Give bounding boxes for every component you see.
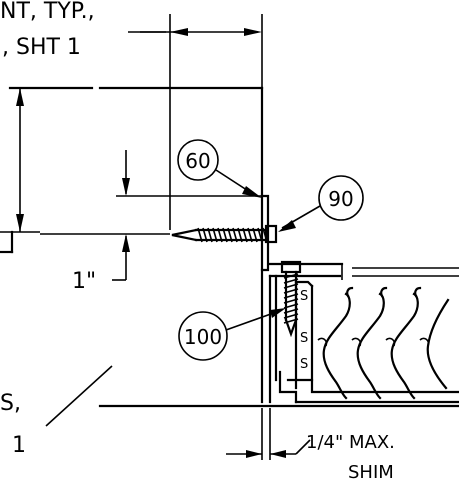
- note-bottom-line2: 1: [12, 433, 26, 458]
- callout-60: 60: [177, 139, 262, 198]
- note-top-line1: NT, TYP.,: [0, 0, 95, 24]
- head-track-profile: S S S: [268, 262, 459, 404]
- screw-thread: [202, 227, 208, 243]
- left-vertical-dimension: [0, 88, 40, 233]
- screw-thread: [237, 227, 243, 243]
- profile-s-lower: S: [300, 331, 308, 346]
- callout-60-label: 60: [185, 149, 210, 173]
- screw-thread: [227, 227, 233, 243]
- lag-screw: [171, 224, 278, 244]
- callout-90: 90: [278, 175, 364, 232]
- callout-90-label: 90: [328, 187, 353, 211]
- shim-label-line1: 1/4" MAX.: [306, 432, 395, 453]
- screw-thread: [247, 227, 253, 243]
- screw-thread: [252, 227, 258, 243]
- profile-s-mid: S: [300, 357, 308, 372]
- callout-100-label: 100: [184, 325, 222, 349]
- screw-thread: [212, 227, 218, 243]
- screw-thread: [207, 227, 213, 243]
- note-top-line2: , SHT 1: [2, 35, 81, 60]
- bottom-reference-lines: [45, 365, 459, 427]
- screw-thread: [197, 227, 203, 243]
- profile-s-upper: S: [300, 289, 308, 304]
- one-inch-dimension: [40, 150, 262, 281]
- screw-thread: [232, 227, 238, 243]
- screw-thread: [262, 227, 268, 243]
- frame-outline: [0, 86, 264, 254]
- louver-blades: [317, 286, 450, 400]
- screw-thread: [242, 227, 248, 243]
- shim-dimension: [226, 408, 311, 460]
- note-bottom-line1: S,: [0, 391, 21, 416]
- anchor-thread: [283, 278, 299, 284]
- screw-thread: [217, 227, 223, 243]
- anchor-screw: [280, 260, 302, 338]
- screw-thread: [257, 227, 263, 243]
- one-inch-label: 1": [72, 269, 96, 294]
- screw-thread: [222, 227, 228, 243]
- top-dimension-line: [140, 14, 263, 230]
- shim-label-line2: SHIM: [348, 462, 394, 483]
- callout-100: 100: [178, 308, 286, 361]
